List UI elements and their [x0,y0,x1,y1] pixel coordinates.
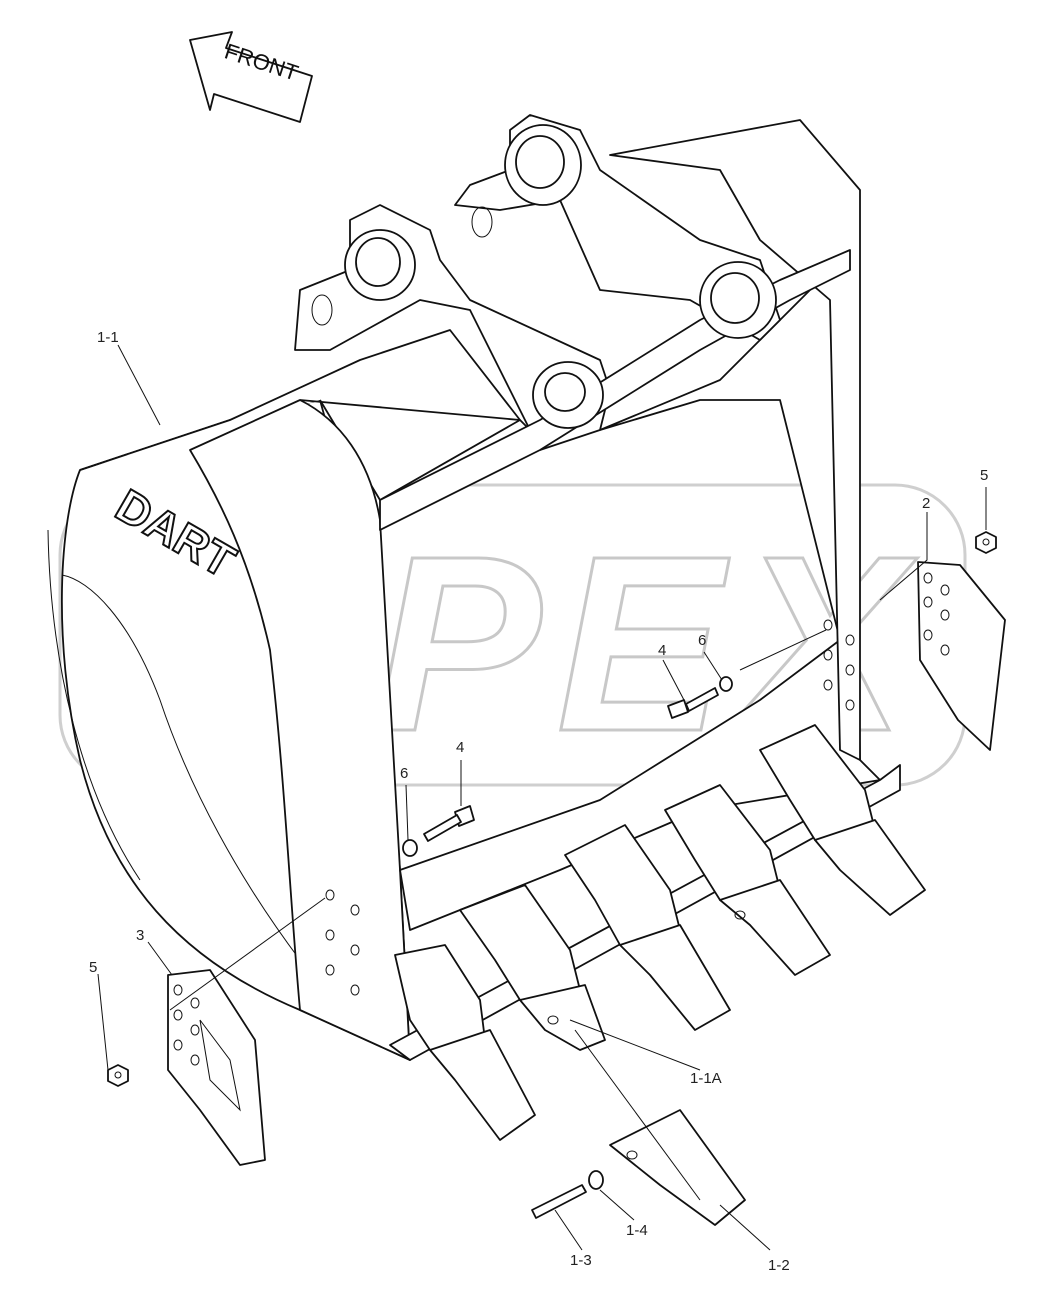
side-cutter-left [167,969,266,1166]
tooth-4 [664,784,831,976]
nut-right [975,531,997,554]
callout-5-left: 5 [89,959,97,976]
callout-4-mid: 4 [456,739,464,756]
leader-lines [97,344,987,1251]
tooth-point [609,1109,746,1226]
mounting-brackets [294,114,851,531]
bolt-right-shank [685,687,719,712]
tooth-1 [394,944,536,1141]
callout-1-3: 1-3 [570,1252,592,1269]
retaining-pin [531,1184,587,1219]
exploded-tooth-assembly [531,1109,746,1226]
nut-left [107,1064,129,1087]
front-arrow: FRONT [189,31,313,123]
callout-6-mid: 6 [400,765,408,782]
callout-1-1a: 1-1A [690,1070,722,1087]
pin-boss-front-left [344,229,416,301]
side-cutter-right [917,561,1006,751]
callout-5-right: 5 [980,467,988,484]
hardware [107,531,997,1087]
tooth-2 [459,884,606,1051]
bolt-right-head [667,699,689,719]
bucket-teeth [394,724,926,1141]
left-side-bolt-holes [325,889,360,996]
right-side-bolt-holes [823,619,855,711]
callout-6-right: 6 [698,632,706,649]
callout-1-4: 1-4 [626,1222,648,1239]
callout-2: 2 [922,495,930,512]
callout-labels: 1-1 5 2 4 6 4 6 3 5 1-1A 1-4 1-3 1-2 [89,329,988,1274]
callout-1-2: 1-2 [768,1257,790,1274]
pin-boss-rear-right [699,261,777,339]
callout-3: 3 [136,927,144,944]
tooth-3 [564,824,731,1031]
callout-1-1: 1-1 [97,329,119,346]
washer-mid [402,839,418,857]
tooth-5 [759,724,926,916]
pin-boss-rear-left [504,124,582,206]
washer-right [719,676,733,692]
bolt-mid-shank [423,814,462,842]
retainer-washer [588,1170,604,1190]
pin-boss-front-right [532,361,604,429]
callout-4-right: 4 [658,642,666,659]
